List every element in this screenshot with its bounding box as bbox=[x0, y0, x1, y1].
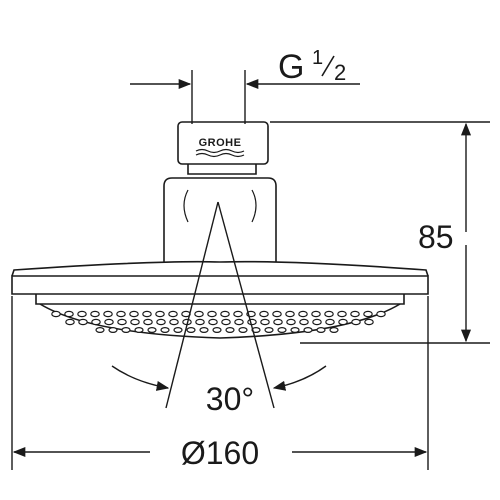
nozzle bbox=[272, 310, 282, 318]
nozzle bbox=[247, 318, 257, 326]
nozzle bbox=[273, 318, 283, 326]
inner-curve-left bbox=[183, 189, 189, 223]
logo-wave-icon bbox=[195, 148, 245, 154]
brand-logo: GROHE bbox=[199, 137, 242, 149]
thread-label-prefix: G bbox=[278, 48, 304, 86]
nozzle bbox=[225, 327, 235, 334]
nozzle bbox=[168, 310, 178, 318]
nozzle bbox=[259, 310, 269, 318]
nozzle bbox=[285, 310, 295, 318]
nozzle bbox=[207, 310, 217, 318]
nozzle bbox=[51, 310, 61, 318]
nozzle bbox=[95, 327, 105, 334]
nozzle bbox=[337, 310, 347, 318]
height-dimension bbox=[270, 121, 490, 344]
nozzle bbox=[155, 310, 165, 318]
disc-rim bbox=[11, 275, 429, 295]
nozzle bbox=[121, 327, 131, 334]
inner-curve-right bbox=[251, 189, 257, 223]
angle-arrow-right bbox=[272, 365, 327, 391]
nozzle bbox=[169, 318, 179, 326]
nozzle bbox=[264, 327, 274, 334]
thread-fraction-slash bbox=[321, 55, 335, 77]
logo-wave-icon bbox=[195, 152, 245, 158]
thread-dimension bbox=[130, 70, 360, 124]
nozzle bbox=[298, 310, 308, 318]
nozzle bbox=[195, 318, 205, 326]
angle-label: 30° bbox=[206, 381, 254, 417]
height-label: 85 bbox=[418, 219, 454, 255]
disc-top bbox=[11, 260, 429, 277]
face-plate bbox=[35, 294, 405, 305]
angle-arrow-left bbox=[111, 365, 170, 391]
shower-head-outline bbox=[11, 121, 429, 339]
nozzle bbox=[103, 310, 113, 318]
nozzle bbox=[299, 318, 309, 326]
connector-neck bbox=[187, 164, 257, 175]
nozzle bbox=[64, 310, 74, 318]
nozzle bbox=[220, 310, 230, 318]
nozzle bbox=[350, 310, 360, 318]
shower-body bbox=[163, 177, 277, 262]
nozzle bbox=[351, 318, 361, 326]
nozzle bbox=[142, 310, 152, 318]
nozzle bbox=[234, 318, 244, 326]
nozzle bbox=[156, 318, 166, 326]
nozzle bbox=[212, 327, 222, 334]
thread-label-numerator: 1 bbox=[312, 47, 323, 69]
nozzle bbox=[290, 327, 300, 334]
nozzle bbox=[173, 327, 183, 334]
nozzle bbox=[364, 318, 374, 326]
nozzle bbox=[260, 318, 270, 326]
nozzle bbox=[104, 318, 114, 326]
nozzle bbox=[221, 318, 231, 326]
nozzle bbox=[286, 318, 296, 326]
nozzle bbox=[117, 318, 127, 326]
nozzle bbox=[65, 318, 75, 326]
nozzle bbox=[116, 310, 126, 318]
nozzle bbox=[233, 310, 243, 318]
nozzle bbox=[77, 310, 87, 318]
spray-line-right bbox=[217, 201, 275, 409]
diameter-dimension bbox=[11, 296, 429, 470]
diameter-label: Ø160 bbox=[181, 435, 259, 471]
nozzle bbox=[324, 310, 334, 318]
nozzle bbox=[316, 327, 326, 334]
nozzle bbox=[311, 310, 321, 318]
nozzle bbox=[238, 327, 248, 334]
nozzle bbox=[186, 327, 196, 334]
nozzle-face bbox=[39, 303, 401, 339]
spray-angle bbox=[111, 201, 327, 409]
nozzle bbox=[312, 318, 322, 326]
nozzle bbox=[91, 318, 101, 326]
nozzle bbox=[143, 318, 153, 326]
nozzle bbox=[134, 327, 144, 334]
nozzle bbox=[329, 327, 339, 334]
nozzle bbox=[129, 310, 139, 318]
nozzle bbox=[90, 310, 100, 318]
nozzle bbox=[363, 310, 373, 318]
nozzle bbox=[160, 327, 170, 334]
nozzle bbox=[108, 327, 118, 334]
nozzle bbox=[251, 327, 261, 334]
spray-line-left bbox=[165, 201, 219, 409]
nozzle bbox=[338, 318, 348, 326]
nozzle bbox=[325, 318, 335, 326]
nozzle bbox=[208, 318, 218, 326]
thread-label-denominator: 2 bbox=[334, 60, 346, 85]
spray-nozzles bbox=[51, 310, 386, 334]
nozzle bbox=[199, 327, 209, 334]
nozzle bbox=[78, 318, 88, 326]
nozzle bbox=[277, 327, 287, 334]
nozzle bbox=[194, 310, 204, 318]
nozzle bbox=[376, 310, 386, 318]
nozzle bbox=[303, 327, 313, 334]
nozzle bbox=[147, 327, 157, 334]
nozzle bbox=[130, 318, 140, 326]
